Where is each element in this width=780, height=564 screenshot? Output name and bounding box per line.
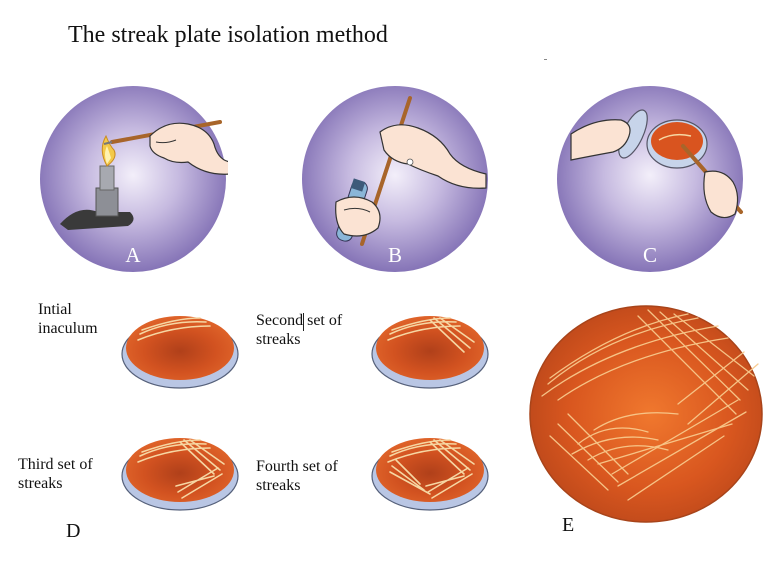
stray-mark [544,59,547,60]
page-title: The streak plate isolation method [68,22,388,48]
panel-c-inoculating: C [555,84,745,274]
panel-d-label: D [66,520,81,542]
panel-b-sampling: B [300,84,490,274]
panel-b-label: B [387,243,402,267]
dish-initial-inoculum [120,306,240,390]
panel-a-flaming-loop: A [38,84,228,274]
panel-e-label: E [562,514,575,536]
text-cursor [303,313,304,331]
label-fourth-streaks: Fourth set of streaks [256,458,338,494]
dish-third-streaks [120,428,240,512]
dish-second-streaks [370,306,490,390]
panel-c-label: C [642,243,657,267]
label-initial-inoculum: Intial inaculum [38,301,98,337]
label-third-streaks: Third set of streaks [18,456,93,492]
panel-a-label: A [125,243,141,267]
dish-fourth-streaks [370,428,490,512]
label-second-streaks: Second set of streaks [256,312,343,348]
panel-e-incubated-plate [528,304,764,524]
